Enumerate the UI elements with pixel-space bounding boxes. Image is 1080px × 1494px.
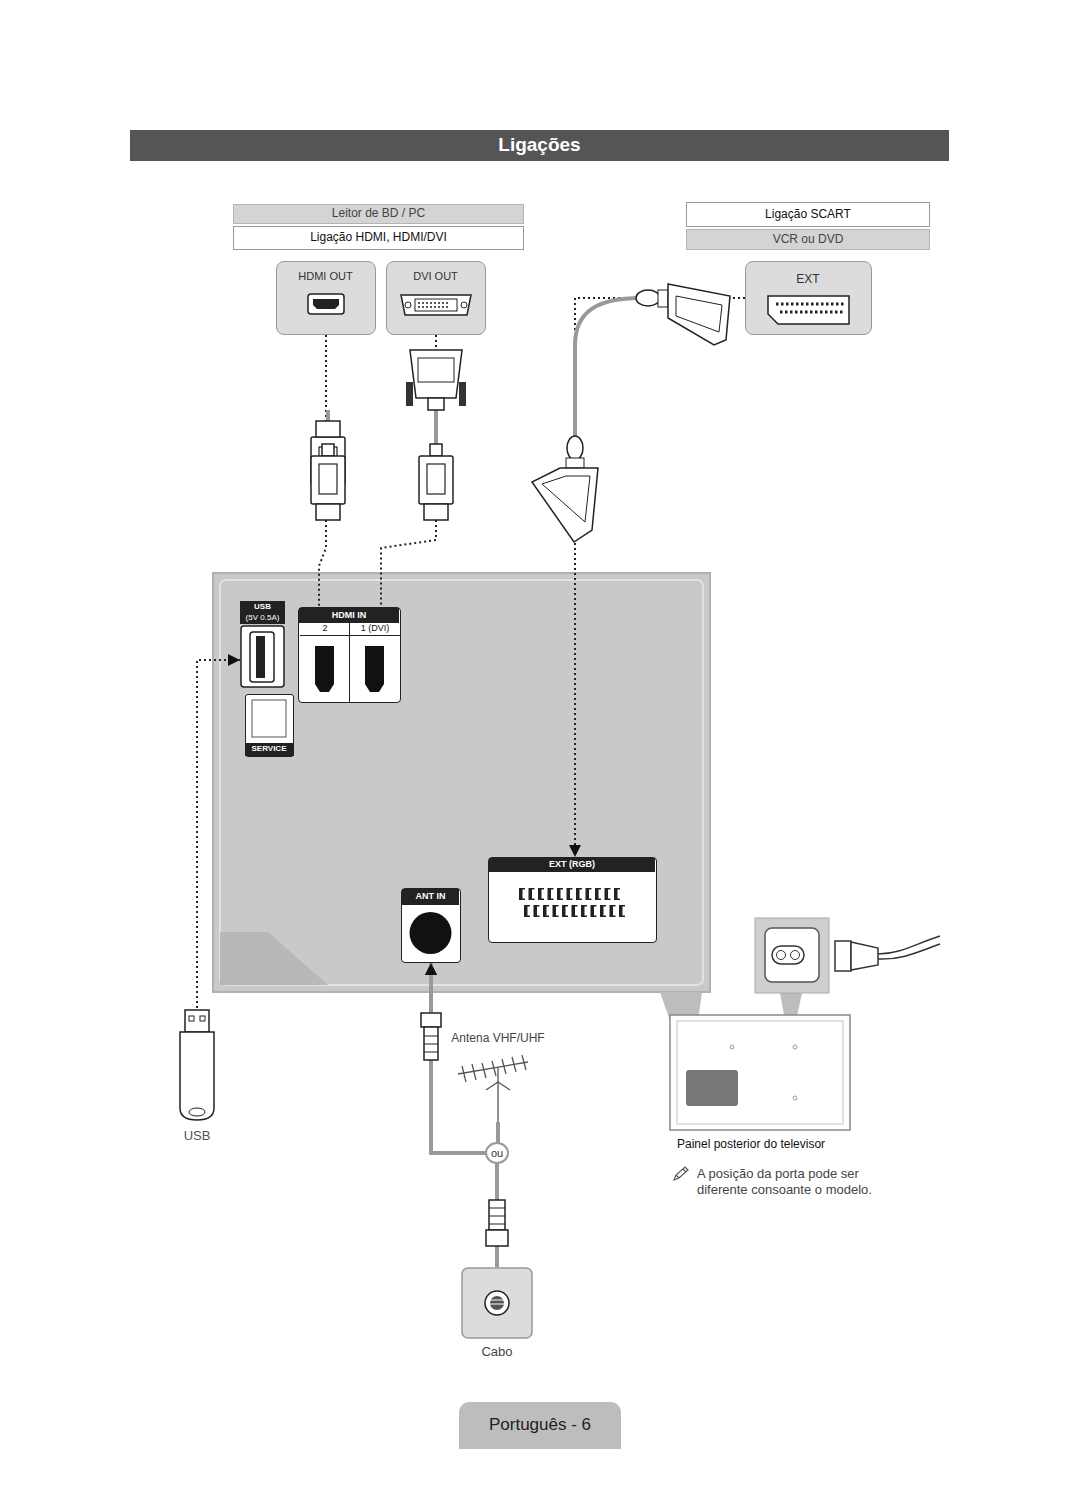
cable-connection — [575, 298, 745, 857]
node-text: EXT — [746, 272, 870, 288]
source-header: Leitor de BD / PCLigação HDMI, HDMI/DVI — [233, 204, 524, 250]
port-icon — [176, 1008, 218, 1146]
port-icon — [300, 622, 350, 702]
antenna-cable — [431, 963, 498, 1153]
node-text: USB — [240, 601, 285, 613]
usb-port: USB(5V 0.5A) — [240, 601, 285, 688]
node-text: Ligação HDMI, HDMI/DVI — [233, 226, 524, 250]
node-text: Leitor de BD / PC — [233, 204, 524, 224]
vhf-uhf-antenna: Antena VHF/UHF — [446, 1030, 550, 1122]
node-text: Antena VHF/UHF — [446, 1030, 550, 1048]
node-text: 1 (DVI) — [350, 622, 400, 636]
node-text: 2 — [300, 622, 350, 636]
node-text: USB — [168, 1128, 226, 1144]
panel-caption: Painel posterior do televisor — [677, 1136, 877, 1154]
service-port: SERVICE — [245, 694, 294, 757]
page-number: Português - 6 — [459, 1402, 621, 1449]
node-text: (5V 0.5A) — [240, 613, 285, 624]
scart-header: Ligação SCARTVCR ou DVD — [686, 202, 930, 250]
node-text: SERVICE — [245, 743, 294, 756]
node-text: Cabo — [461, 1343, 533, 1361]
hdmi-in-port: 2 — [300, 622, 350, 702]
node-text: VCR ou DVD — [686, 229, 930, 250]
dvi-out-port: DVI OUT — [386, 261, 486, 335]
node-text: DVI OUT — [387, 268, 484, 284]
ant-in-port: ANT IN — [401, 888, 461, 963]
ext-rgb-port: EXT (RGB) — [488, 857, 657, 943]
port-icon — [350, 622, 400, 702]
title-bar: Ligações — [130, 130, 949, 161]
cable-socket: Cabo — [461, 1267, 533, 1364]
ext-port: EXT — [745, 261, 872, 335]
note-text: A posição da porta pode ser diferente co… — [697, 1166, 912, 1202]
node-text: Ligação SCART — [686, 202, 930, 227]
hdmi-in-group: HDMI IN21 (DVI) — [298, 607, 401, 703]
cable-connection — [197, 660, 240, 1008]
node-text: HDMI OUT — [277, 268, 374, 284]
or-junction: ou — [485, 1142, 509, 1164]
hdmi-in-port: 1 (DVI) — [350, 622, 400, 702]
usb-stick: USB — [176, 1008, 218, 1146]
hdmi-out-port: HDMI OUT — [276, 261, 376, 335]
node-text: ANT IN — [402, 889, 459, 905]
antenna-cable — [431, 963, 497, 1267]
node-text: EXT (RGB) — [489, 858, 655, 872]
node-text: HDMI IN — [299, 608, 399, 623]
